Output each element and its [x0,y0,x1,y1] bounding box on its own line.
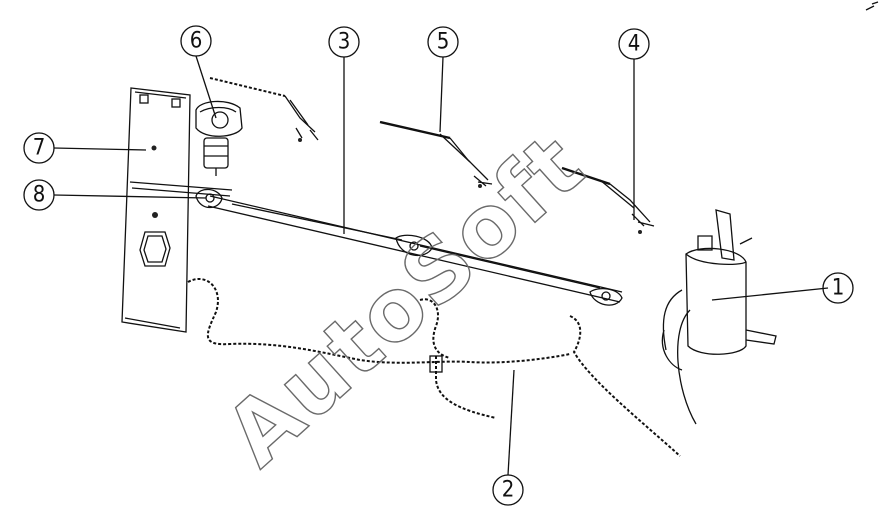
callout-label: 7 [33,136,46,161]
callout-8: 8 [23,179,207,211]
callout-label: 8 [33,183,46,208]
callout-label: 3 [338,30,351,55]
callout-7: 7 [23,132,147,164]
watermark-text: AutoSoft [207,115,604,486]
callout-4: 4 [618,28,650,220]
wiper-arm-icon [209,77,319,142]
washer-reservoir-icon [661,209,777,425]
callout-5: 5 [427,26,459,133]
wiper-motor-icon [195,100,243,176]
callout-1: 1 [711,272,854,304]
wiper-linkage-bar [129,181,623,306]
callout-3: 3 [328,26,360,234]
wiper-arm-icon [379,120,493,188]
callout-6: 6 [180,25,217,119]
corner-mark [865,1,879,11]
callout-label: 6 [190,29,203,54]
callout-label: 4 [628,32,641,57]
wiring-harness [187,277,681,457]
callout-label: 5 [437,30,450,55]
callout-label: 1 [832,276,845,301]
callout-2: 2 [492,369,524,506]
mounting-panel-icon [121,87,191,333]
callout-label: 2 [502,478,515,503]
